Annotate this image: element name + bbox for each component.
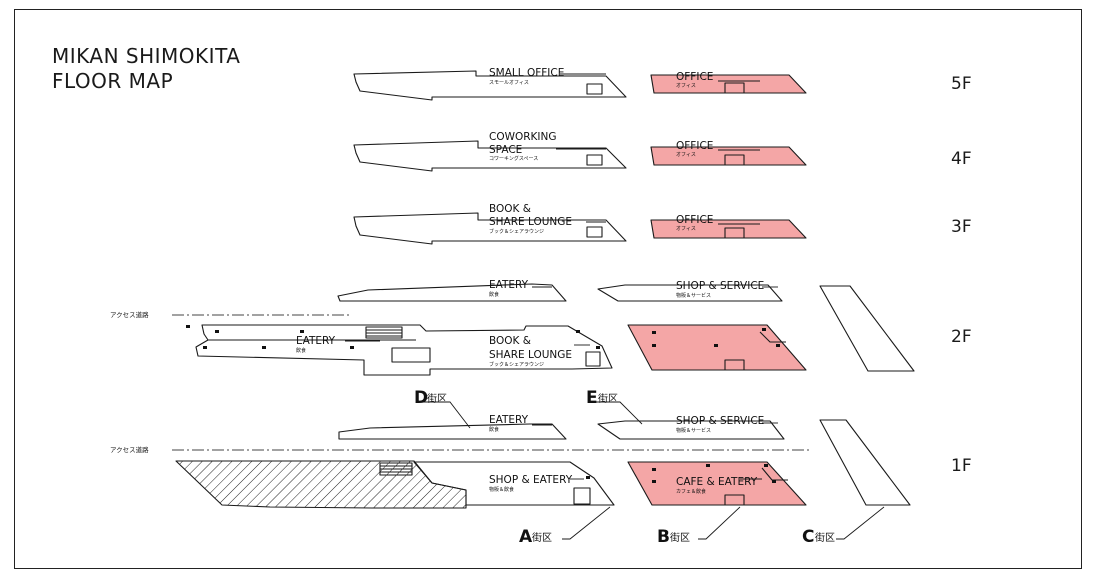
district-e-label: E 街区: [586, 388, 618, 408]
floor5-right-core: [724, 82, 745, 94]
floor2-book-label-line1: BOOK &: [489, 335, 531, 347]
title-line-1: MIKAN SHIMOKITA: [52, 44, 241, 68]
floor2-eatery-top-sublabel: 飲食: [489, 291, 499, 298]
floor2-eatery-left-sublabel: 飲食: [296, 347, 306, 354]
floor2-shop-top-plan: [597, 284, 783, 302]
floor3-left-label-line1: BOOK &: [489, 203, 531, 215]
district-leaders: [418, 401, 885, 540]
map-title: MIKAN SHIMOKITA FLOOR MAP: [52, 44, 240, 94]
district-c-suffix: 街区: [815, 531, 835, 544]
floor-label-2f: 2F: [951, 327, 972, 347]
district-c-letter: C: [802, 527, 814, 547]
floor1-tower-plan: [819, 419, 911, 506]
floor1-shop-service-plan: [597, 420, 785, 440]
floor1-shop-service-sublabel: 物販＆サービス: [676, 427, 711, 434]
district-d-suffix: 街区: [427, 392, 447, 405]
floor-label-4f: 4F: [951, 149, 972, 169]
floor5-right-label: OFFICE: [676, 71, 713, 83]
floor1-main-core: [573, 487, 591, 505]
floor-label-3f: 3F: [951, 217, 972, 237]
floor1-shop-eatery-label: SHOP & EATERY: [489, 474, 573, 486]
floor1-eatery-sublabel: 飲食: [489, 426, 499, 433]
column-markers: [186, 325, 780, 483]
floor5-left-core: [586, 83, 603, 95]
district-c-label: C 街区: [802, 527, 835, 547]
floor3-left-label-line2: SHARE LOUNGE: [489, 216, 572, 228]
floor5-right-plan: [650, 74, 807, 94]
district-b-suffix: 街区: [670, 531, 690, 544]
floor1-shop-eatery-sublabel: 物販＆飲食: [489, 486, 514, 493]
floor2-eatery-top-label: EATERY: [489, 279, 529, 291]
title-line-2: FLOOR MAP: [52, 69, 174, 93]
floor3-right-core: [724, 227, 745, 239]
district-b-label: B 街区: [657, 527, 690, 547]
floor2-right-core: [724, 359, 745, 371]
district-e-letter: E: [586, 388, 598, 408]
access-road-upper-label: アクセス道路: [110, 310, 149, 319]
district-a-label: A 街区: [519, 527, 552, 547]
floor1-main-plan: [413, 461, 615, 506]
floor5-left-sublabel: スモールオフィス: [489, 80, 529, 86]
floor4-right-plan: [650, 146, 807, 166]
floor1-hatched-area: [175, 460, 467, 509]
floor1-cafe-plan: [627, 461, 807, 506]
floor2-shop-top-sublabel: 物販＆サービス: [676, 292, 711, 299]
district-d-label: D 街区: [414, 388, 447, 408]
floor5-left-plan: [353, 70, 627, 101]
floor1-cafe-label: CAFE & EATERY: [676, 476, 758, 488]
district-b-letter: B: [657, 527, 670, 547]
floor3-right-plan: [650, 219, 807, 239]
floor2-inner-room: [391, 347, 431, 363]
floor3-left-core: [586, 226, 603, 238]
floor2-book-sublabel: ブック＆シェアラウンジ: [489, 361, 544, 368]
floor2-shop-top-label: SHOP & SERVICE: [676, 280, 764, 292]
floor2-eatery-top-plan: [337, 283, 567, 302]
floor3-left-plan: [353, 212, 627, 245]
floor1-eatery-label: EATERY: [489, 414, 529, 426]
floor1-shop-service-label: SHOP & SERVICE: [676, 415, 764, 427]
district-d-letter: D: [414, 388, 428, 408]
floor2-tower-plan: [819, 285, 915, 372]
floor1-eatery-plan: [338, 423, 567, 440]
floor2-right-plan: [627, 324, 807, 371]
floor2-eatery-left-label: EATERY: [296, 335, 336, 347]
district-e-suffix: 街区: [598, 392, 618, 405]
floor2-book-label-line2: SHARE LOUNGE: [489, 349, 572, 361]
floor3-right-sublabel: オフィス: [676, 226, 696, 232]
floor3-left-sublabel: ブック＆シェアラウンジ: [489, 228, 544, 235]
floor3-right-label: OFFICE: [676, 214, 713, 226]
floor4-left-label-line1: COWORKING: [489, 131, 557, 143]
floor1-cafe-core: [724, 494, 745, 506]
floor5-left-label: SMALL OFFICE: [489, 67, 564, 79]
floor4-left-core: [586, 154, 603, 166]
floor4-right-core: [724, 154, 745, 166]
floor4-right-label: OFFICE: [676, 140, 713, 152]
floor4-left-plan: [353, 140, 627, 172]
district-a-letter: A: [519, 527, 533, 547]
floor5-right-sublabel: オフィス: [676, 83, 696, 89]
access-road-lower-label: アクセス道路: [110, 445, 149, 454]
floor-label-1f: 1F: [951, 456, 972, 476]
floor2-main-plan: [195, 324, 613, 376]
floor4-right-sublabel: オフィス: [676, 152, 696, 158]
floor4-left-label-line2: SPACE: [489, 144, 522, 156]
floor-label-5f: 5F: [951, 74, 972, 94]
floor1-cafe-sublabel: カフェ＆飲食: [676, 488, 706, 495]
floor4-left-sublabel: コワーキングスペース: [489, 155, 538, 162]
district-a-suffix: 街区: [532, 531, 552, 544]
floor2-main-core: [585, 351, 601, 367]
